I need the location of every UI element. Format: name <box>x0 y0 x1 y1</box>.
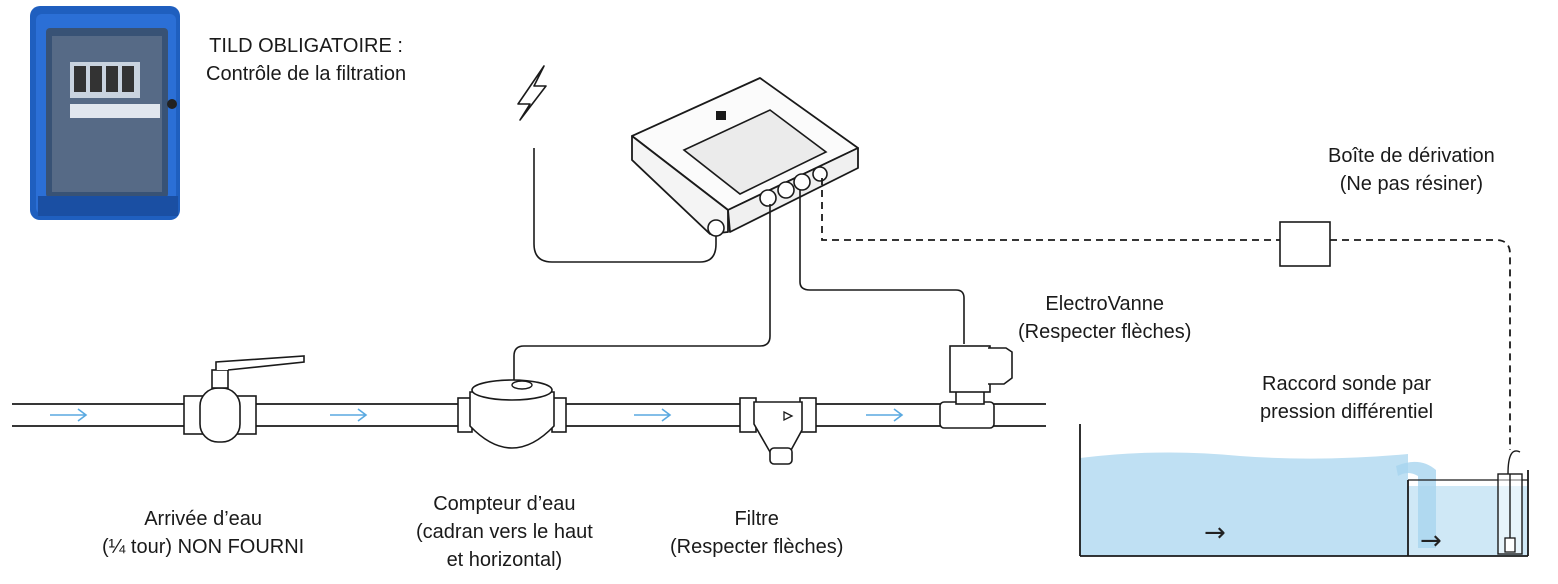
electrovalve-label: ElectroVanne (Respecter flèches) <box>1018 290 1191 346</box>
water-meter-label-line3: et horizontal) <box>446 549 563 571</box>
water-tank <box>1079 424 1529 557</box>
water-inlet-label: Arrivée d’eau (¼ tour) NON FOURNI <box>102 505 304 561</box>
electrovalve-label-line1: ElectroVanne <box>1045 293 1164 315</box>
tank-flow-arrow: → <box>1204 518 1226 548</box>
tild-label-line2: Contrôle de la filtration <box>206 63 407 85</box>
ball-valve-icon <box>183 355 305 443</box>
water-inlet-label-line2: (¼ tour) NON FOURNI <box>102 536 305 558</box>
flow-arrow <box>330 408 368 422</box>
flow-arrows <box>50 408 904 422</box>
junction-box-label: Boîte de dérivation (Ne pas résiner) <box>1328 142 1495 198</box>
junction-box-label-line2: (Ne pas résiner) <box>1339 173 1484 195</box>
valve-cable <box>799 190 965 344</box>
controller-box-icon <box>631 77 859 237</box>
overflow-flow-arrow: → <box>1420 526 1442 556</box>
flow-arrow <box>866 408 904 422</box>
filter-label-line2: (Respecter flèches) <box>670 536 844 558</box>
power-cable <box>533 148 717 263</box>
meter-cable <box>513 204 771 380</box>
pressure-probe-label-line2: pression différentiel <box>1260 401 1434 423</box>
filter-icon <box>739 397 817 465</box>
water-meter-label-line2: (cadran vers le haut <box>416 521 593 543</box>
tild-label-line1: TILD OBLIGATOIRE : <box>209 35 403 57</box>
electrical-cabinet-icon <box>30 6 180 220</box>
filter-label: Filtre (Respecter flèches) <box>670 505 843 561</box>
electrovalve-icon <box>939 345 1013 429</box>
water-meter-label-line1: Compteur d’eau <box>433 493 576 515</box>
electrovalve-label-line2: (Respecter flèches) <box>1018 321 1192 343</box>
tild-label: TILD OBLIGATOIRE : Contrôle de la filtra… <box>206 32 406 88</box>
water-meter-label: Compteur d’eau (cadran vers le haut et h… <box>416 490 593 574</box>
water-meter-icon <box>457 379 567 449</box>
junction-box-label-line1: Boîte de dérivation <box>1328 145 1495 167</box>
filter-label-line1: Filtre <box>734 508 779 530</box>
junction-box-icon <box>1279 221 1331 267</box>
lightning-icon <box>517 65 547 121</box>
probe-cable <box>821 178 1511 450</box>
flow-arrow <box>50 408 88 422</box>
water-inlet-label-line1: Arrivée d’eau <box>144 508 263 530</box>
pressure-probe-label: Raccord sonde par pression différentiel <box>1260 370 1433 426</box>
pressure-probe-icon <box>1497 450 1523 555</box>
pressure-probe-label-line1: Raccord sonde par <box>1262 373 1432 395</box>
flow-arrow <box>634 408 672 422</box>
